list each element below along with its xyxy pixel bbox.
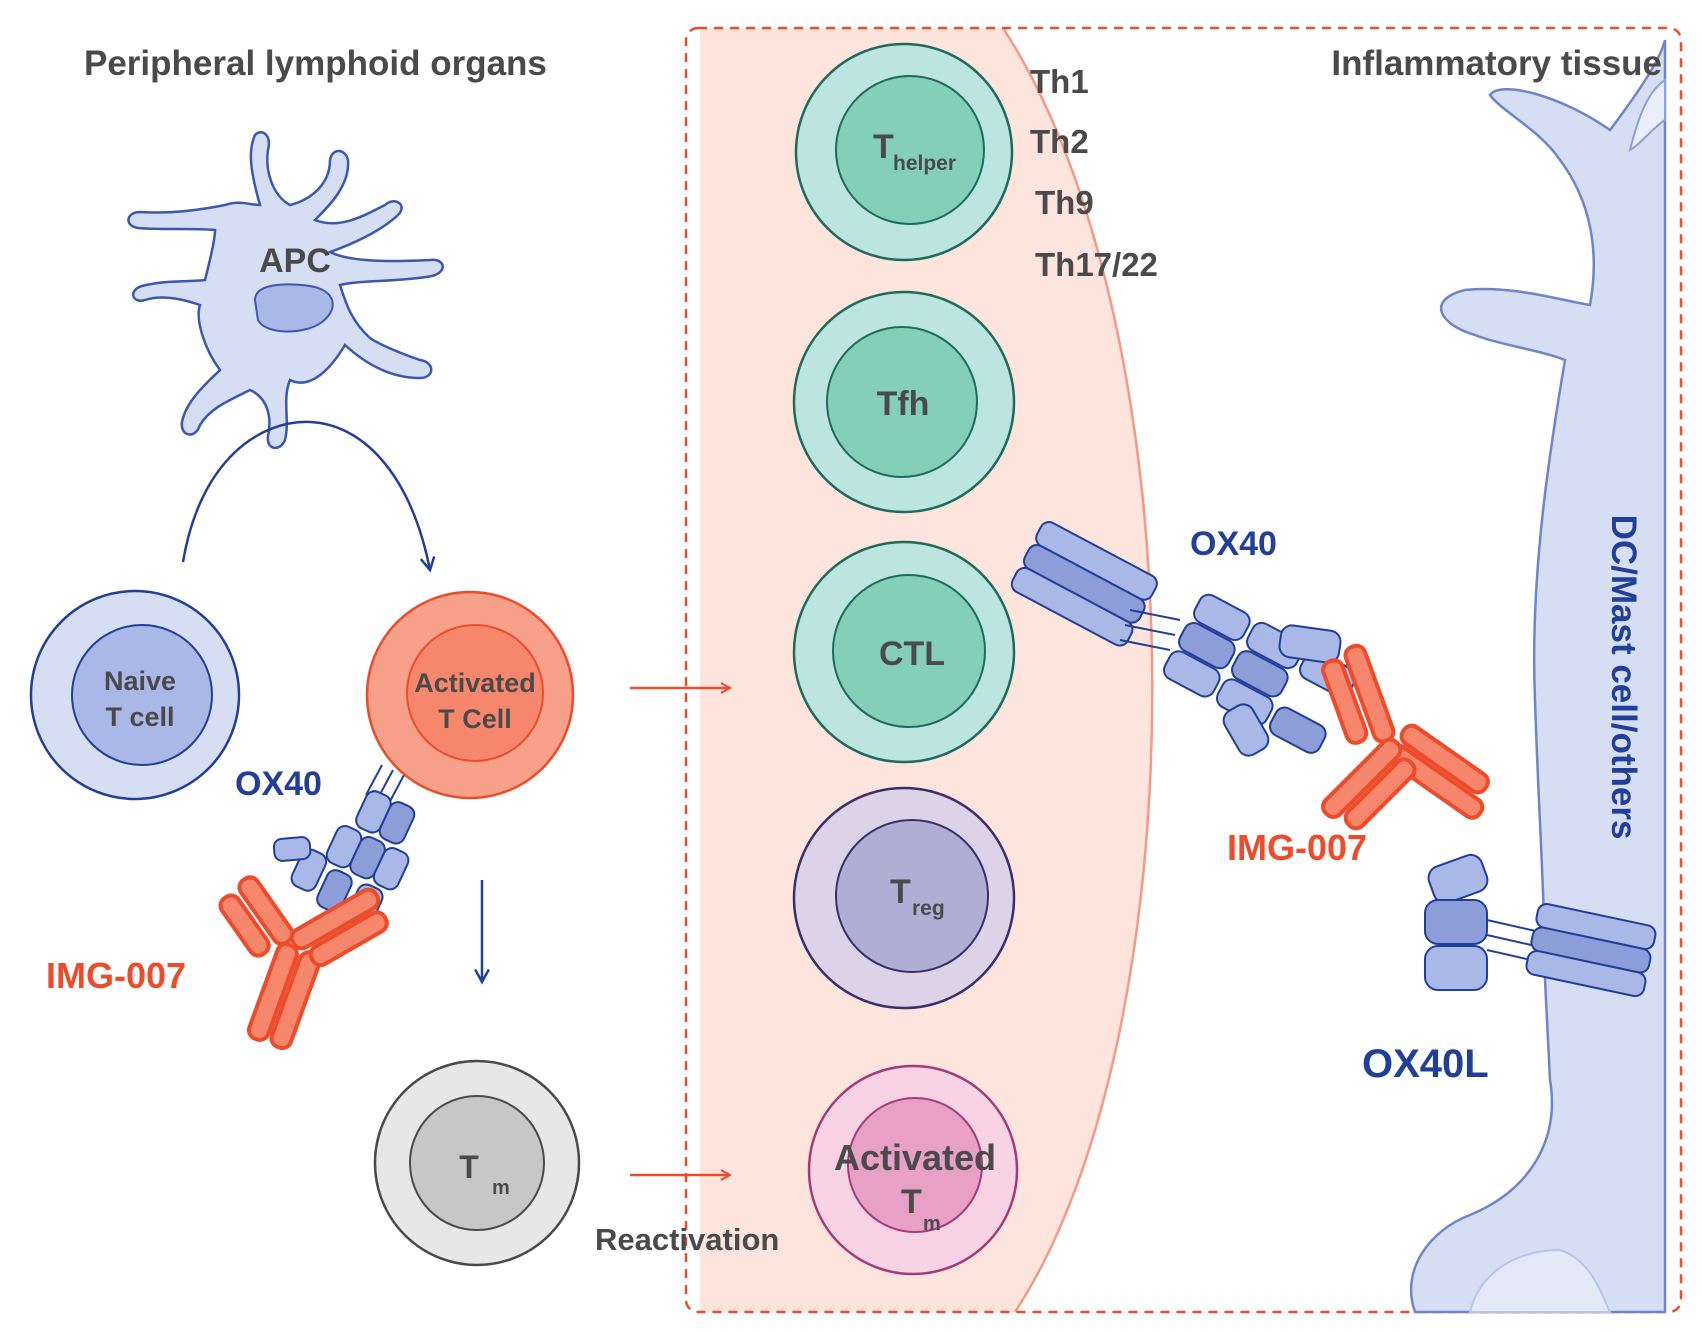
activated-tm-cell	[807, 1064, 1019, 1276]
naive-t-cell	[29, 589, 241, 801]
ox40-receptor-right	[1010, 521, 1357, 757]
ox40-label-right: OX40	[1190, 525, 1277, 563]
memory-label-main: T	[459, 1149, 479, 1185]
left-region-title: Peripheral lymphoid organs	[84, 44, 547, 83]
dc-mast-cell	[1409, 39, 1667, 1314]
img007-antibody-right	[1321, 643, 1490, 831]
apc-label: APC	[259, 242, 331, 280]
helper-type-2: Th9	[1035, 184, 1094, 221]
treg-label-sub: reg	[912, 897, 945, 920]
memory-t-cell	[373, 1059, 581, 1267]
img007-label-right: IMG-007	[1227, 827, 1367, 868]
activated-tm-main: T	[901, 1183, 922, 1221]
ox40-receptor-left	[272, 764, 416, 927]
memory-label-sub: m	[492, 1177, 510, 1199]
ctl-label: CTL	[879, 635, 945, 673]
helper-type-0: Th1	[1030, 63, 1089, 100]
ox40l-complex	[1424, 853, 1657, 998]
target-cell-label: DC/Mast cell/others	[1604, 515, 1643, 840]
activated-t-cell	[365, 590, 575, 800]
inflammatory-tissue-border	[684, 26, 1683, 1314]
ox40l-label: OX40L	[1362, 1042, 1489, 1086]
tfh-label: Tfh	[877, 385, 930, 423]
naive-label-line1: Naive	[104, 666, 176, 696]
apc-cell	[127, 131, 444, 449]
activated-label-line2: T Cell	[438, 704, 512, 734]
helper-label-main: T	[873, 128, 894, 166]
naive-label-line2: T cell	[105, 702, 174, 732]
treg-label-main: T	[890, 873, 911, 911]
img007-label-left: IMG-007	[46, 955, 186, 996]
helper-type-1: Th2	[1030, 123, 1089, 160]
img007-antibody-left	[218, 875, 389, 1051]
treg-cell	[792, 786, 1016, 1010]
helper-type-3: Th17/22	[1035, 246, 1158, 283]
right-region-title: Inflammatory tissue	[1331, 44, 1662, 83]
tfh-cell	[792, 290, 1016, 514]
t-helper-cell	[794, 42, 1014, 262]
activated-label-line1: Activated	[414, 668, 536, 698]
ox40-label-left: OX40	[235, 765, 322, 803]
activated-tm-sub: m	[923, 1213, 941, 1235]
activated-tm-line1: Activated	[834, 1137, 996, 1178]
helper-label-sub: helper	[893, 152, 956, 175]
reactivation-label: Reactivation	[595, 1222, 779, 1257]
ctl-cell	[792, 540, 1016, 764]
activation-arrow	[181, 420, 430, 570]
